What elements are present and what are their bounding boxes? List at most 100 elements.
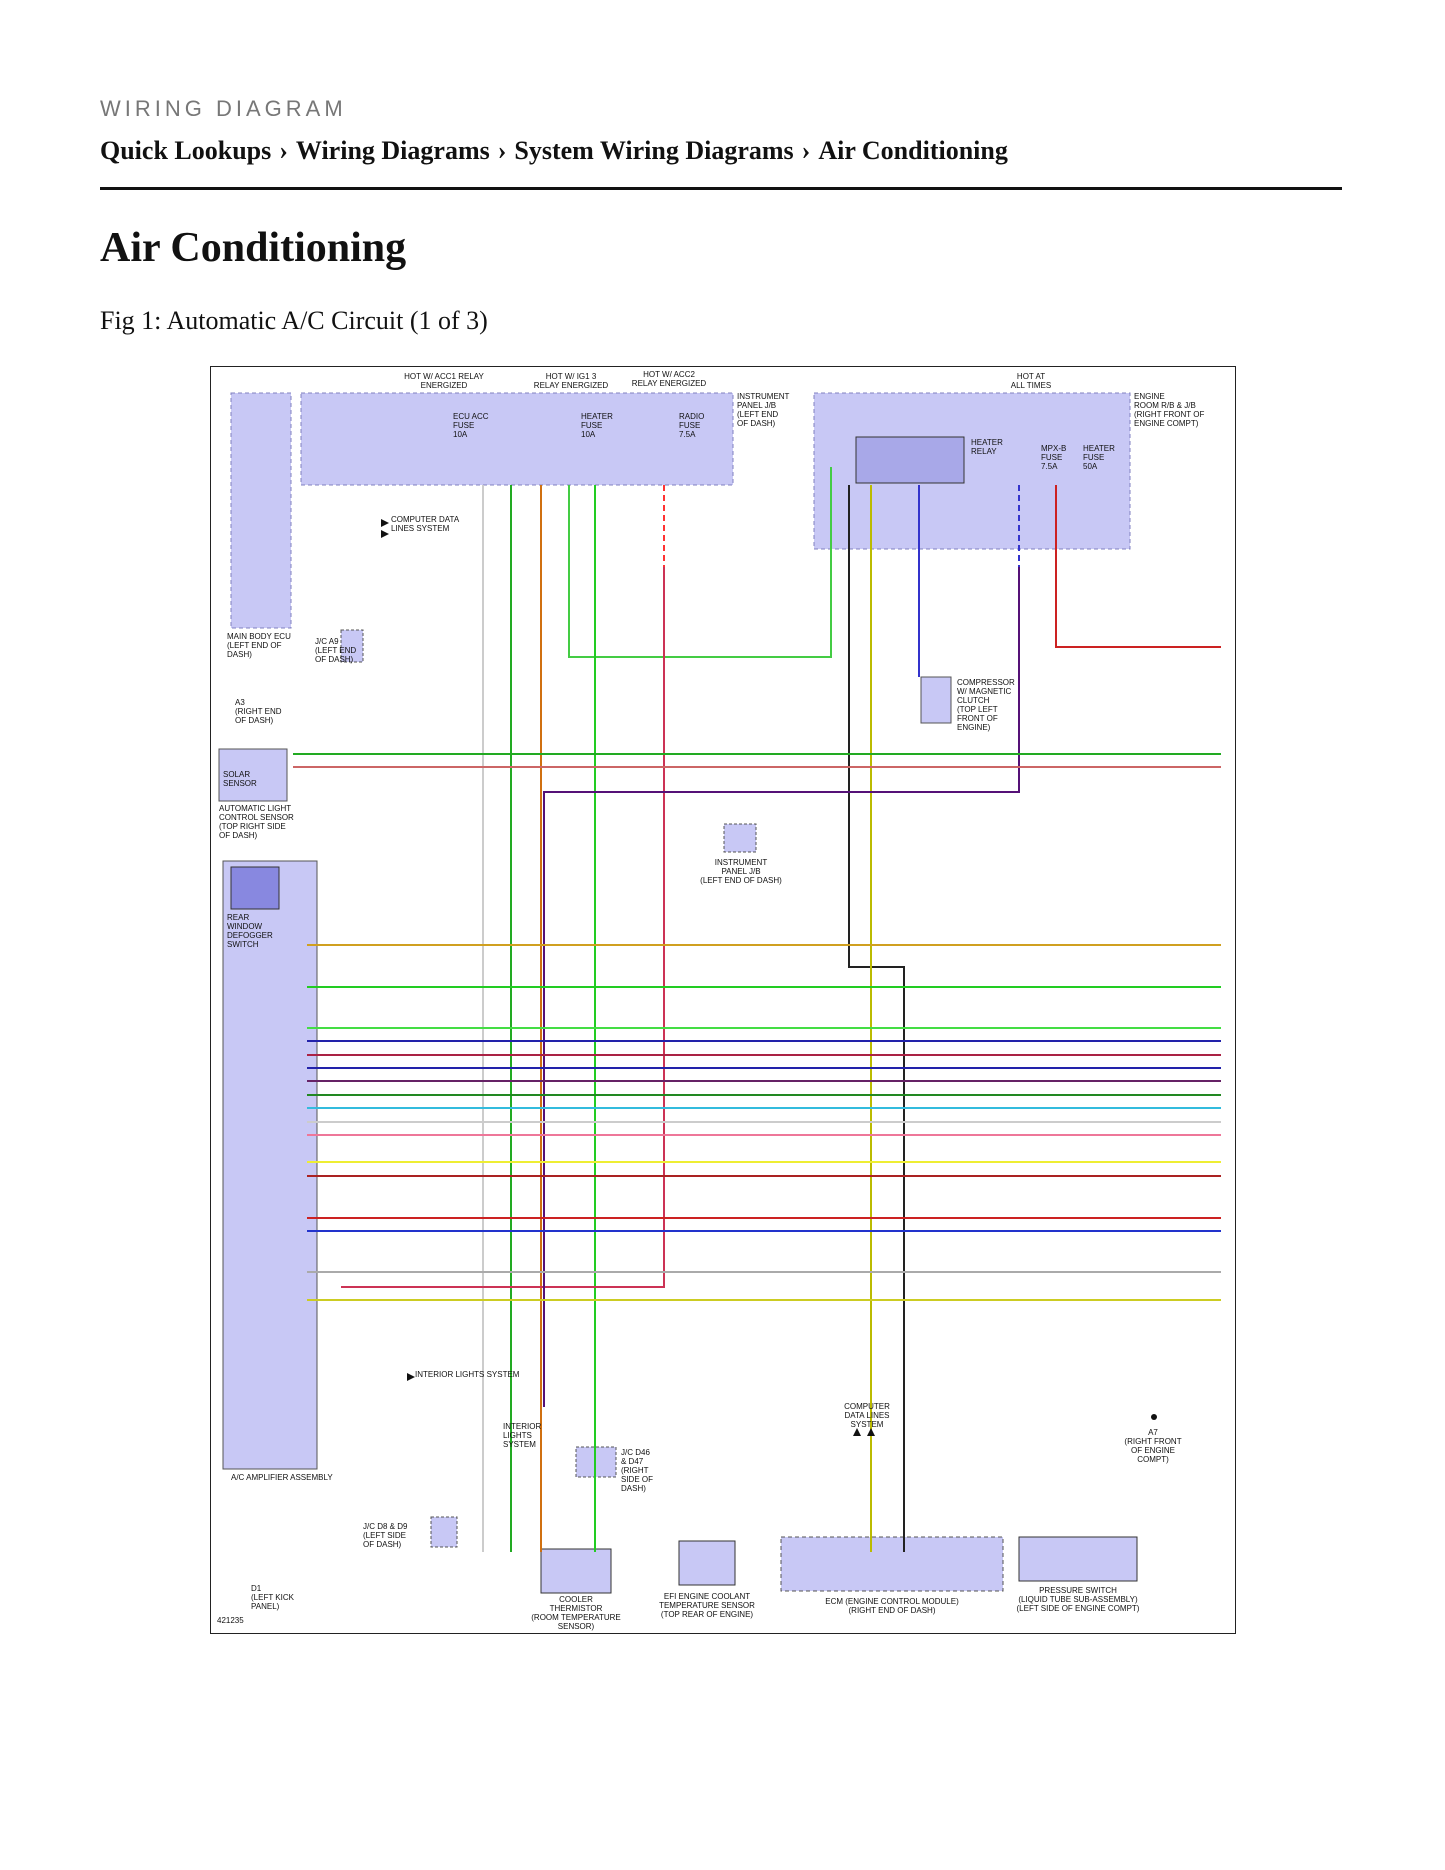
ground-icon (1151, 1414, 1157, 1420)
ig1-label-2: RELAY ENERGIZED (534, 381, 609, 390)
compressor-label-3: CLUTCH (957, 696, 990, 705)
hot-all-label-2: ALL TIMES (1011, 381, 1051, 390)
heater50-fuse-label: HEATER (1083, 444, 1115, 453)
jc-d46-label: J/C D46 (621, 1448, 650, 1457)
pressure-switch-label-2: (LIQUID TUBE SUB-ASSEMBLY) (1018, 1595, 1138, 1604)
heater-relay-label: HEATER (971, 438, 1003, 447)
mpxb-fuse-label-2: FUSE (1041, 453, 1062, 462)
efi-sensor-label-3: (TOP REAR OF ENGINE) (661, 1610, 753, 1619)
breadcrumb-wiring-diagrams[interactable]: Wiring Diagrams (295, 136, 490, 165)
radio-fuse-label: RADIO (679, 412, 704, 421)
efi-sensor-label-2: TEMPERATURE SENSOR (659, 1601, 755, 1610)
solar-sensor-label: SOLAR (223, 770, 250, 779)
arrow-icon (407, 1373, 415, 1381)
ip-jb-label-4: OF DASH) (737, 419, 776, 428)
compressor-label-6: ENGINE) (957, 723, 991, 732)
figure-caption: Fig 1: Automatic A/C Circuit (1 of 3) (100, 306, 488, 335)
wire-group-harness (293, 753, 1221, 1301)
compressor-label-5: FRONT OF (957, 714, 998, 723)
computer-data-label: COMPUTER DATA (391, 515, 460, 524)
efi-sensor-label: EFI ENGINE COOLANT (664, 1592, 750, 1601)
computer-data2-label: COMPUTER (844, 1402, 890, 1411)
ip-jb-label-2: PANEL J/B (737, 401, 776, 410)
a7-label-3: OF ENGINE (1131, 1446, 1175, 1455)
wiring-diagram: HOT W/ ACC1 RELAY ENERGIZED HOT W/ IG1 3… (210, 366, 1236, 1634)
cooler-thermistor-label-4: SENSOR) (558, 1622, 595, 1631)
pressure-switch-label-3: (LEFT SIDE OF ENGINE COMPT) (1017, 1604, 1140, 1613)
jc-d46-label-2: & D47 (621, 1457, 644, 1466)
computer-data2-label-2: DATA LINES (844, 1411, 889, 1420)
ig1-label: HOT W/ IG1 3 (546, 372, 597, 381)
d1-label-2: (LEFT KICK (251, 1593, 295, 1602)
mpxb-fuse-label: MPX-B (1041, 444, 1066, 453)
interior-lights2-label-3: SYSTEM (503, 1440, 536, 1449)
d1-label: D1 (251, 1584, 262, 1593)
radio-fuse-rating: 7.5A (679, 430, 696, 439)
junction-block-labels: INSTRUMENT PANEL J/B (LEFT END OF DASH) … (737, 392, 1204, 428)
ip-jb2-label: INSTRUMENT (715, 858, 768, 867)
cooler-thermistor-label-2: THERMISTOR (550, 1604, 603, 1613)
a3-label-3: OF DASH) (235, 716, 274, 725)
figure-id: 421235 (217, 1616, 244, 1625)
interior-lights2-label: INTERIOR (503, 1422, 541, 1431)
auto-light-sensor-label-3: (TOP RIGHT SIDE (219, 822, 286, 831)
efi-sensor-box (678, 1540, 736, 1586)
ip-jb-label-3: (LEFT END (737, 410, 778, 419)
breadcrumb: Quick Lookups › Wiring Diagrams › System… (100, 136, 1008, 166)
fuse-labels: ECU ACC FUSE 10A HEATER FUSE 10A RADIO F… (453, 412, 1115, 471)
breadcrumb-system-wiring-diagrams[interactable]: System Wiring Diagrams (514, 136, 794, 165)
jc-d46-label-5: DASH) (621, 1484, 646, 1493)
wire-group-top (341, 467, 1221, 1552)
cooler-thermistor-box (540, 1548, 612, 1594)
instrument-panel-jb-box (300, 392, 734, 486)
ip-jb-label: INSTRUMENT (737, 392, 790, 401)
component-labels: MAIN BODY ECU (LEFT END OF DASH) J/C A9 … (219, 515, 1182, 1631)
radio-fuse-label-2: FUSE (679, 421, 700, 430)
heater50-fuse-rating: 50A (1083, 462, 1098, 471)
jc-a9-label: J/C A9 (315, 637, 339, 646)
breadcrumb-separator: › (497, 136, 507, 165)
interior-lights-label: INTERIOR LIGHTS SYSTEM (415, 1370, 520, 1379)
heater-relay-box (855, 436, 965, 484)
solar-sensor-box (218, 748, 288, 802)
a3-label-2: (RIGHT END (235, 707, 282, 716)
ip-jb2-box (723, 823, 757, 853)
a3-label: A3 (235, 698, 245, 707)
section-label: WIRING DIAGRAM (100, 96, 347, 121)
heater-relay-label-2: RELAY (971, 447, 997, 456)
ecm-box (780, 1536, 1004, 1592)
breadcrumb-air-conditioning[interactable]: Air Conditioning (818, 136, 1008, 165)
ecu-acc-fuse-label: ECU ACC (453, 412, 489, 421)
top-power-labels: HOT W/ ACC1 RELAY ENERGIZED HOT W/ IG1 3… (404, 370, 1051, 390)
a7-label: A7 (1148, 1428, 1158, 1437)
defogger-switch-icon (230, 866, 280, 910)
er-jb-label-3: (RIGHT FRONT OF (1134, 410, 1204, 419)
main-body-ecu-label-2: (LEFT END OF (227, 641, 282, 650)
wiring-diagram-canvas: HOT W/ ACC1 RELAY ENERGIZED HOT W/ IG1 3… (217, 370, 1221, 1631)
d1-label-3: PANEL) (251, 1602, 280, 1611)
cooler-thermistor-label-3: (ROOM TEMPERATURE (531, 1613, 620, 1622)
arrow-icon (867, 1428, 875, 1436)
rear-defogger-label-3: DEFOGGER (227, 931, 273, 940)
jc-d8-label: J/C D8 & D9 (363, 1522, 408, 1531)
jc-a9-box (340, 629, 364, 663)
main-body-ecu-box (230, 392, 292, 629)
hot-all-label: HOT AT (1017, 372, 1045, 381)
heater-fuse-label-2: FUSE (581, 421, 602, 430)
jc-d46-label-4: SIDE OF (621, 1475, 653, 1484)
jc-d8-label-2: (LEFT SIDE (363, 1531, 406, 1540)
breadcrumb-quick-lookups[interactable]: Quick Lookups (100, 136, 272, 165)
ip-jb2-label-3: (LEFT END OF DASH) (700, 876, 782, 885)
arrow-icon (381, 519, 389, 527)
rear-defogger-label-2: WINDOW (227, 922, 263, 931)
compressor-label-2: W/ MAGNETIC (957, 687, 1011, 696)
ecm-label: ECM (ENGINE CONTROL MODULE) (825, 1597, 959, 1606)
arrow-icon (853, 1428, 861, 1436)
auto-light-sensor-label: AUTOMATIC LIGHT (219, 804, 291, 813)
heater-fuse-rating: 10A (581, 430, 596, 439)
ip-jb2-label-2: PANEL J/B (721, 867, 760, 876)
breadcrumb-separator: › (279, 136, 288, 165)
acc2-label: HOT W/ ACC2 (643, 370, 695, 379)
jc-a9-label-2: (LEFT END (315, 646, 356, 655)
arrow-icon (381, 530, 389, 538)
